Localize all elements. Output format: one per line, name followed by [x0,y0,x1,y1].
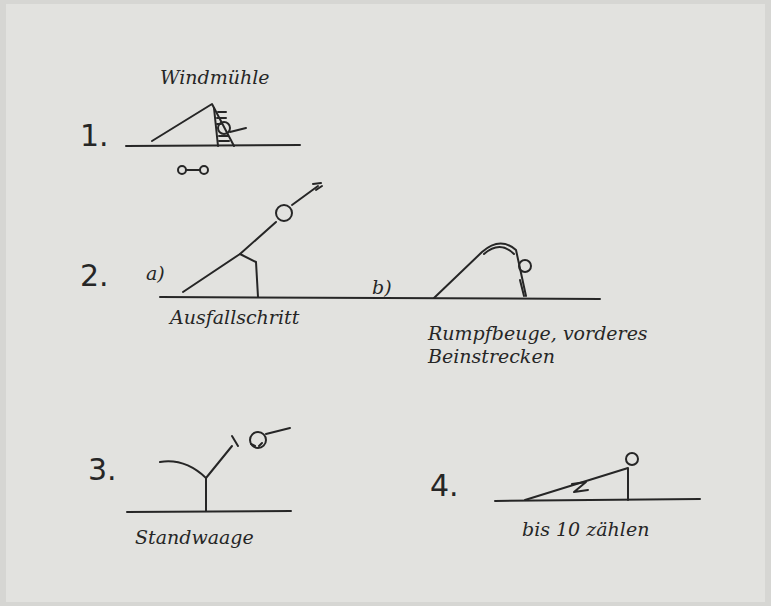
balance-figure [127,428,291,512]
windmill-figure [126,104,300,174]
exercise-name: Windmühle [160,66,269,89]
lunge-figure [160,183,600,299]
step-number: 2. [80,258,109,294]
step-number: 4. [430,468,459,504]
exercise-name: Standwaage [135,526,254,549]
sub-step-letter: a) [146,262,165,285]
exercise-name: Ausfallschritt [170,306,299,329]
step-number: 3. [88,452,117,488]
step-number: 1. [80,118,109,154]
forward-bend-figure [434,243,531,298]
sub-step-letter: b) [372,276,392,299]
exercise-name: Rumpfbeuge, vorderes Beinstrecken [428,322,648,368]
paper-sheet [6,4,765,602]
plank-figure [495,453,700,501]
note-text: bis 10 zählen [522,518,649,541]
